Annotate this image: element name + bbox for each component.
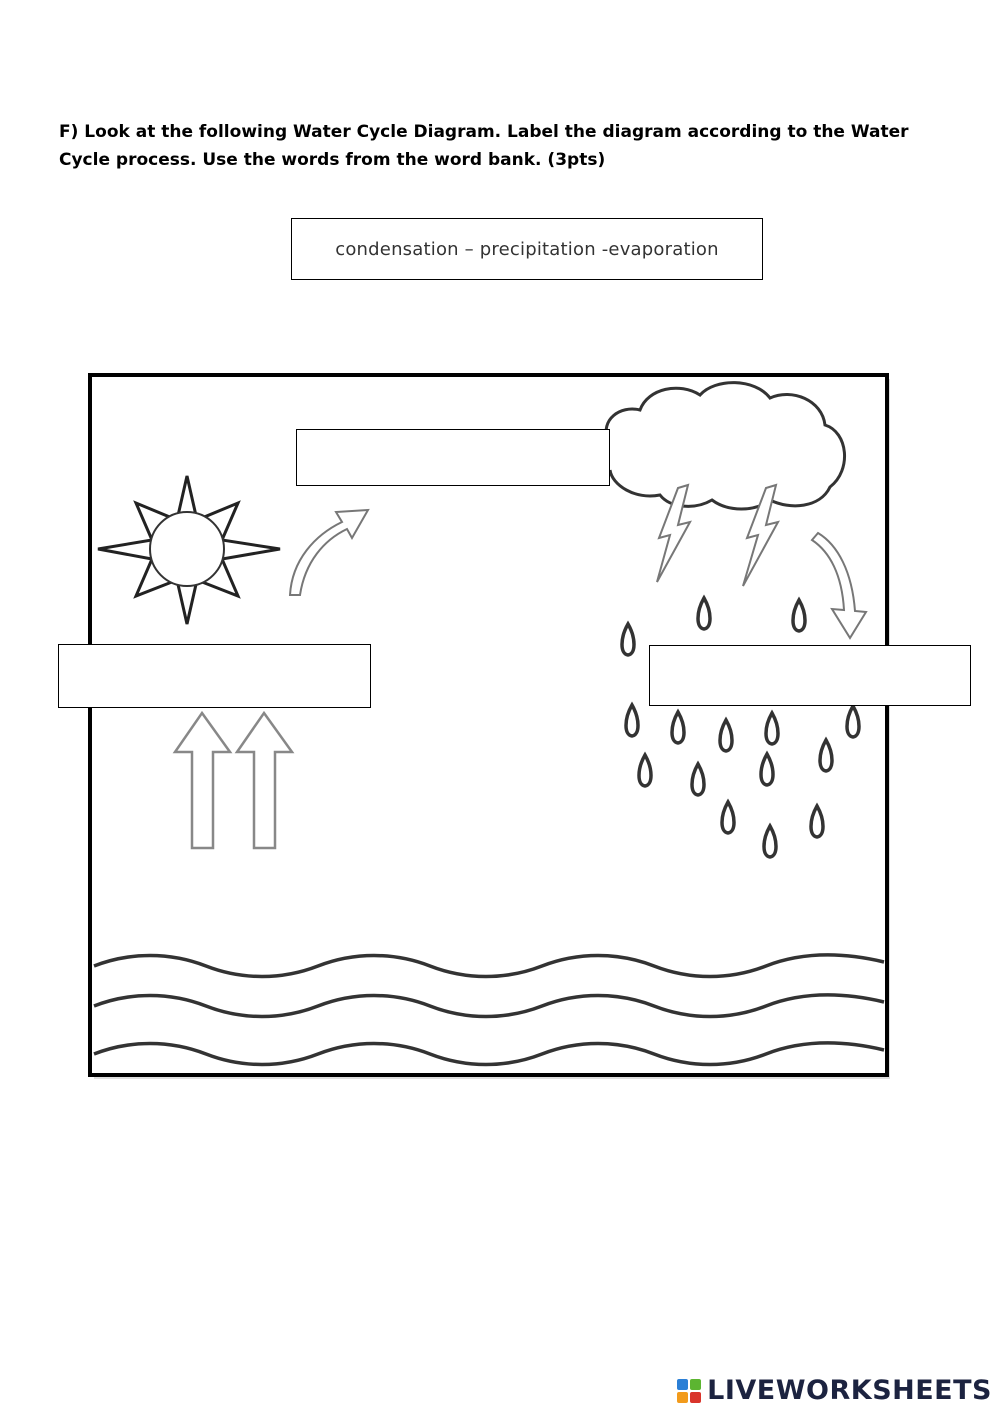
logo-square-red [690,1391,702,1403]
answer-box-left[interactable] [58,644,371,708]
word-bank-text: condensation – precipitation -evaporatio… [335,238,719,260]
raindrop-icon [620,594,861,859]
instructions-text: F) Look at the following Water Cycle Dia… [59,122,909,170]
logo-mark-icon [677,1378,702,1403]
cloud-icon [604,381,846,511]
logo-square-orange [677,1391,689,1403]
curved-arrow-icon [288,508,370,596]
liveworksheets-logo: LIVEWORKSHEETS [677,1375,992,1406]
word-bank: condensation – precipitation -evaporatio… [291,218,763,280]
answer-box-top[interactable] [296,429,610,486]
curved-arrow-icon [810,531,868,640]
logo-text: LIVEWORKSHEETS [707,1375,992,1406]
logo-square-green [690,1378,702,1390]
logo-square-blue [677,1378,689,1390]
lightning-icon [656,483,780,587]
answer-box-right[interactable] [649,645,971,706]
water-waves-icon [93,953,885,1067]
up-arrow-icon [172,710,295,850]
sun-icon [97,475,281,625]
